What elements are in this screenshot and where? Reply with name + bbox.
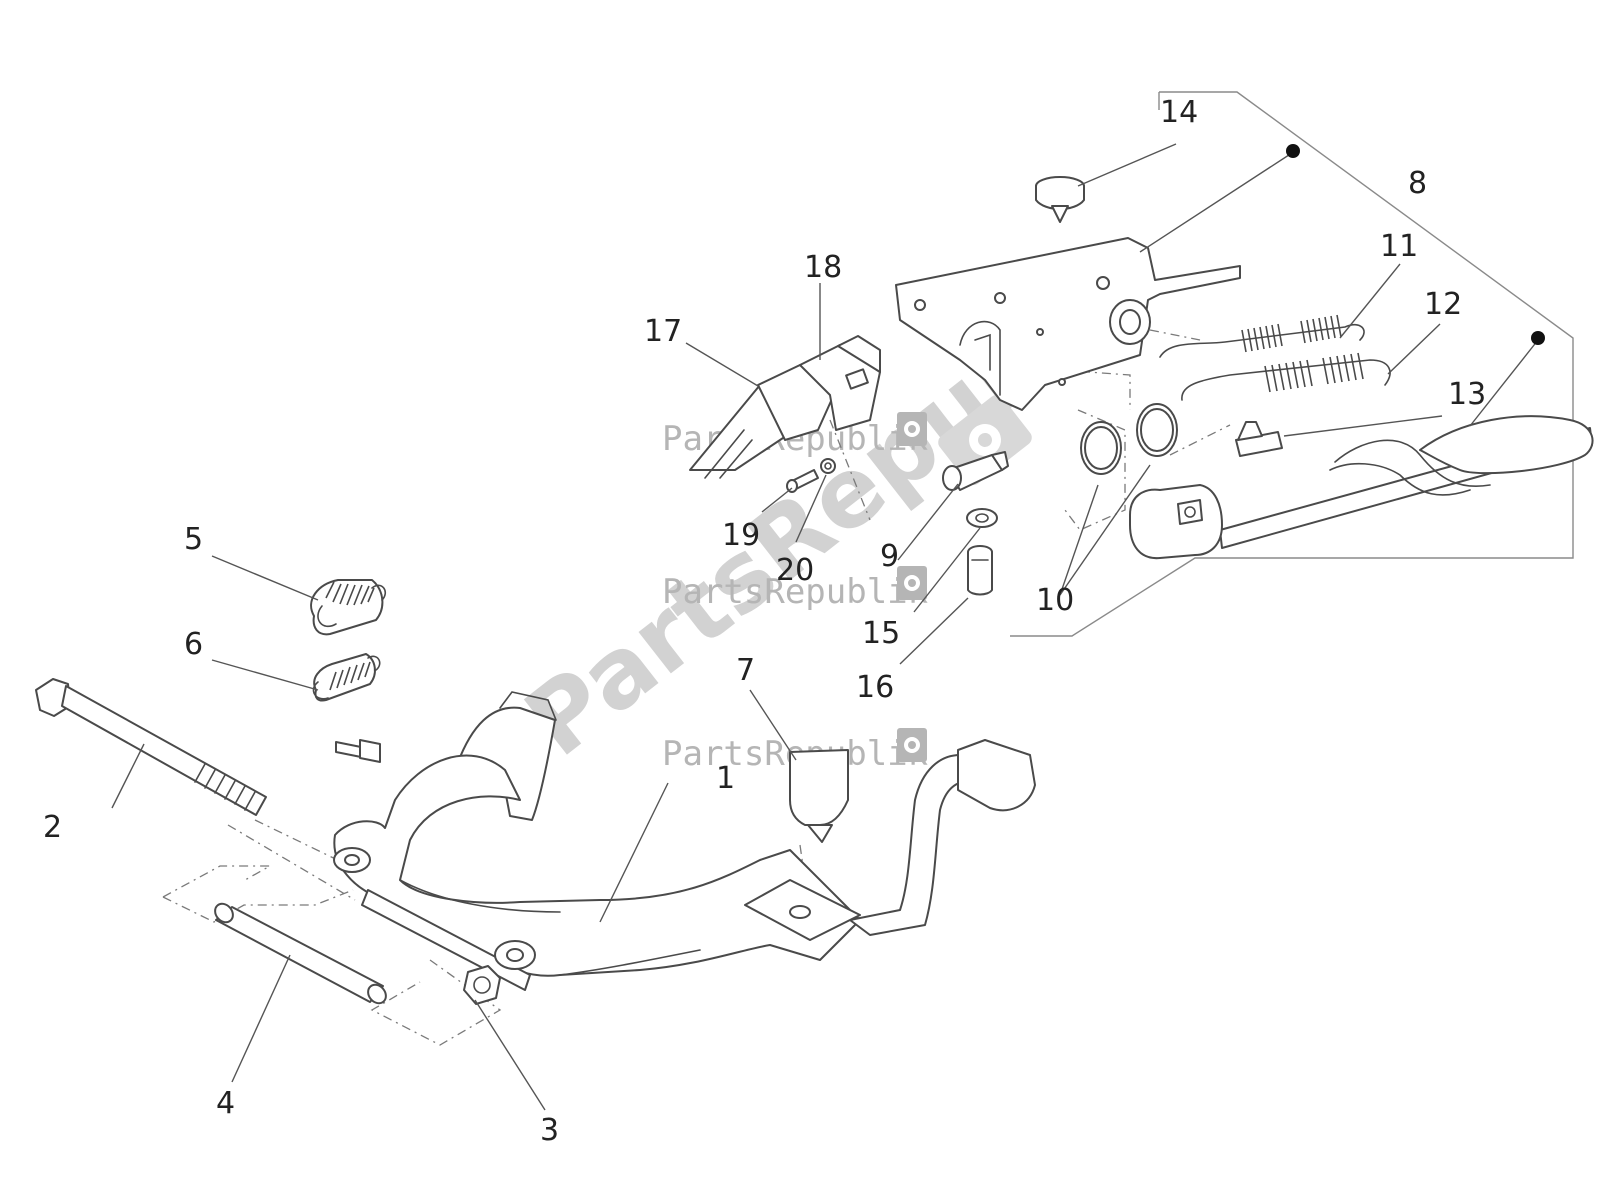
bracket-part-8 bbox=[895, 237, 1241, 411]
part-label-7: 7 bbox=[736, 653, 755, 688]
part-label-8: 8 bbox=[1408, 166, 1427, 201]
gear-flag-icon bbox=[897, 412, 927, 446]
watermark-text: PartsRepublik bbox=[662, 572, 928, 612]
switch-part-17 bbox=[689, 364, 837, 479]
pin-part-13 bbox=[1235, 421, 1283, 457]
spring-part-11 bbox=[1159, 314, 1365, 358]
center-stand-part-1 bbox=[333, 691, 1036, 991]
group-marker-dot bbox=[1531, 331, 1545, 345]
part-label-4: 4 bbox=[216, 1086, 235, 1121]
spring-part-12 bbox=[1181, 352, 1391, 401]
bolt-part-16 bbox=[967, 545, 993, 596]
group-marker-dot bbox=[1286, 144, 1300, 158]
part-label-3: 3 bbox=[540, 1113, 559, 1148]
part-label-2: 2 bbox=[43, 810, 62, 845]
gear-flag-icon bbox=[897, 728, 927, 762]
gear-flag-icon bbox=[897, 566, 927, 600]
bolt-part-2 bbox=[35, 678, 267, 816]
ring-part-10 bbox=[1080, 403, 1178, 475]
part-label-14: 14 bbox=[1160, 95, 1198, 130]
screw-part-19 bbox=[786, 469, 819, 493]
connector-part-18 bbox=[799, 335, 881, 431]
part-labels: 1 2 3 4 5 6 7 8 9 10 11 12 13 14 15 16 1… bbox=[43, 95, 1486, 1148]
part-label-19: 19 bbox=[722, 518, 760, 553]
assembly-group-outline bbox=[1010, 91, 1574, 637]
part-label-11: 11 bbox=[1380, 229, 1418, 264]
spring-part-5 bbox=[310, 579, 387, 636]
spring-part-6 bbox=[312, 653, 381, 702]
leader-lines bbox=[111, 143, 1539, 1111]
part-label-17: 17 bbox=[644, 314, 682, 349]
side-stand bbox=[1129, 415, 1594, 560]
part-label-12: 12 bbox=[1424, 287, 1462, 322]
part-label-6: 6 bbox=[184, 627, 203, 662]
pin-part-4 bbox=[214, 902, 387, 1005]
nut-part-3 bbox=[463, 965, 501, 1005]
part-label-16: 16 bbox=[856, 670, 894, 705]
buffer-part-14 bbox=[1035, 176, 1085, 223]
part-label-5: 5 bbox=[184, 522, 203, 557]
sensor-part-9 bbox=[942, 451, 1009, 491]
gear-shield-icon bbox=[938, 394, 1032, 486]
part-label-15: 15 bbox=[862, 616, 900, 651]
part-label-18: 18 bbox=[804, 250, 842, 285]
washer-part-20 bbox=[820, 458, 836, 474]
washer-part-15 bbox=[966, 508, 998, 528]
part-label-9: 9 bbox=[880, 539, 899, 574]
part-label-13: 13 bbox=[1448, 377, 1486, 412]
part-label-1: 1 bbox=[716, 761, 735, 796]
part-label-10: 10 bbox=[1036, 583, 1074, 618]
part-label-20: 20 bbox=[776, 553, 814, 588]
